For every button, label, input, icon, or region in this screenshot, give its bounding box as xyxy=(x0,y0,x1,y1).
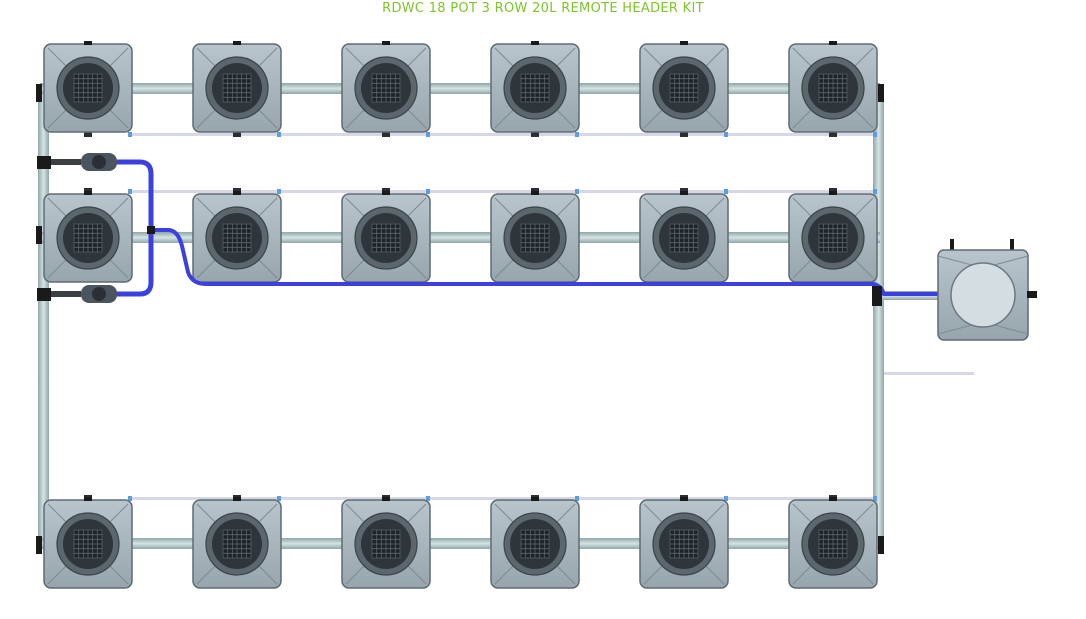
drip-nozzle xyxy=(873,496,877,501)
left-return-pipe xyxy=(38,92,49,547)
pump-lower xyxy=(37,285,117,303)
grow-pot-icon xyxy=(490,191,580,283)
drip-nozzle xyxy=(575,132,579,137)
drip-nozzle xyxy=(575,496,579,501)
pumps xyxy=(37,153,882,306)
drip-clip xyxy=(382,131,390,137)
pipe-end-cap xyxy=(36,536,42,554)
drip-nozzle xyxy=(426,189,430,194)
drip-nozzle xyxy=(128,189,132,194)
drip-nozzle xyxy=(128,132,132,137)
drip-clip xyxy=(829,131,837,137)
grow-pot-icon xyxy=(341,41,431,133)
grow-pots xyxy=(36,41,884,589)
drip-lines xyxy=(84,131,974,501)
drip-line xyxy=(128,190,880,193)
row-3-pipe xyxy=(40,538,880,549)
grow-pot-icon xyxy=(192,497,282,589)
drip-nozzle xyxy=(128,496,132,501)
grow-pot-icon xyxy=(43,497,133,589)
grow-pot-icon xyxy=(788,191,878,283)
grow-pot-icon xyxy=(788,41,878,133)
grow-pot-icon xyxy=(639,41,729,133)
header-fitting xyxy=(872,286,882,306)
drip-nozzle xyxy=(724,189,728,194)
grow-pot-icon xyxy=(788,497,878,589)
grow-pot-icon xyxy=(43,191,133,283)
drip-clip xyxy=(531,131,539,137)
grow-pot-icon xyxy=(490,497,580,589)
pipe-network xyxy=(38,83,942,549)
grow-pot-icon xyxy=(192,41,282,133)
pipe-end-cap xyxy=(878,84,884,102)
grow-pot-icon xyxy=(192,191,282,283)
pump-upper xyxy=(37,153,117,171)
pipe-end-cap xyxy=(36,84,42,102)
diagram-title: RDWC 18 POT 3 ROW 20L REMOTE HEADER KIT xyxy=(382,1,704,16)
row-2-pipe xyxy=(40,232,880,243)
drip-nozzle xyxy=(873,189,877,194)
drip-nozzle xyxy=(575,189,579,194)
grow-pot-icon xyxy=(490,41,580,133)
drip-clip xyxy=(680,131,688,137)
drip-nozzle xyxy=(277,496,281,501)
grow-pot-icon xyxy=(43,41,133,133)
drip-clip xyxy=(84,131,92,137)
grow-pot-icon xyxy=(341,497,431,589)
drip-nozzle xyxy=(724,496,728,501)
drip-clip xyxy=(233,131,241,137)
remote-header-tank xyxy=(937,239,1037,341)
drip-nozzle xyxy=(426,496,430,501)
drip-line xyxy=(128,497,880,500)
right-feed-pipe xyxy=(873,92,884,547)
drip-nozzle xyxy=(873,132,877,137)
grow-pot-icon xyxy=(639,497,729,589)
drip-nozzle xyxy=(426,132,430,137)
drip-nozzle xyxy=(277,189,281,194)
drip-line xyxy=(128,133,880,136)
drip-nozzle xyxy=(724,132,728,137)
row-1-pipe xyxy=(40,83,880,94)
grow-pot-icon xyxy=(341,191,431,283)
pipe-end-cap xyxy=(878,536,884,554)
drip-nozzle xyxy=(277,132,281,137)
tube-fitting xyxy=(147,226,155,234)
grow-pot-icon xyxy=(639,191,729,283)
drip-line xyxy=(884,372,974,375)
pipe-end-cap xyxy=(36,226,42,244)
